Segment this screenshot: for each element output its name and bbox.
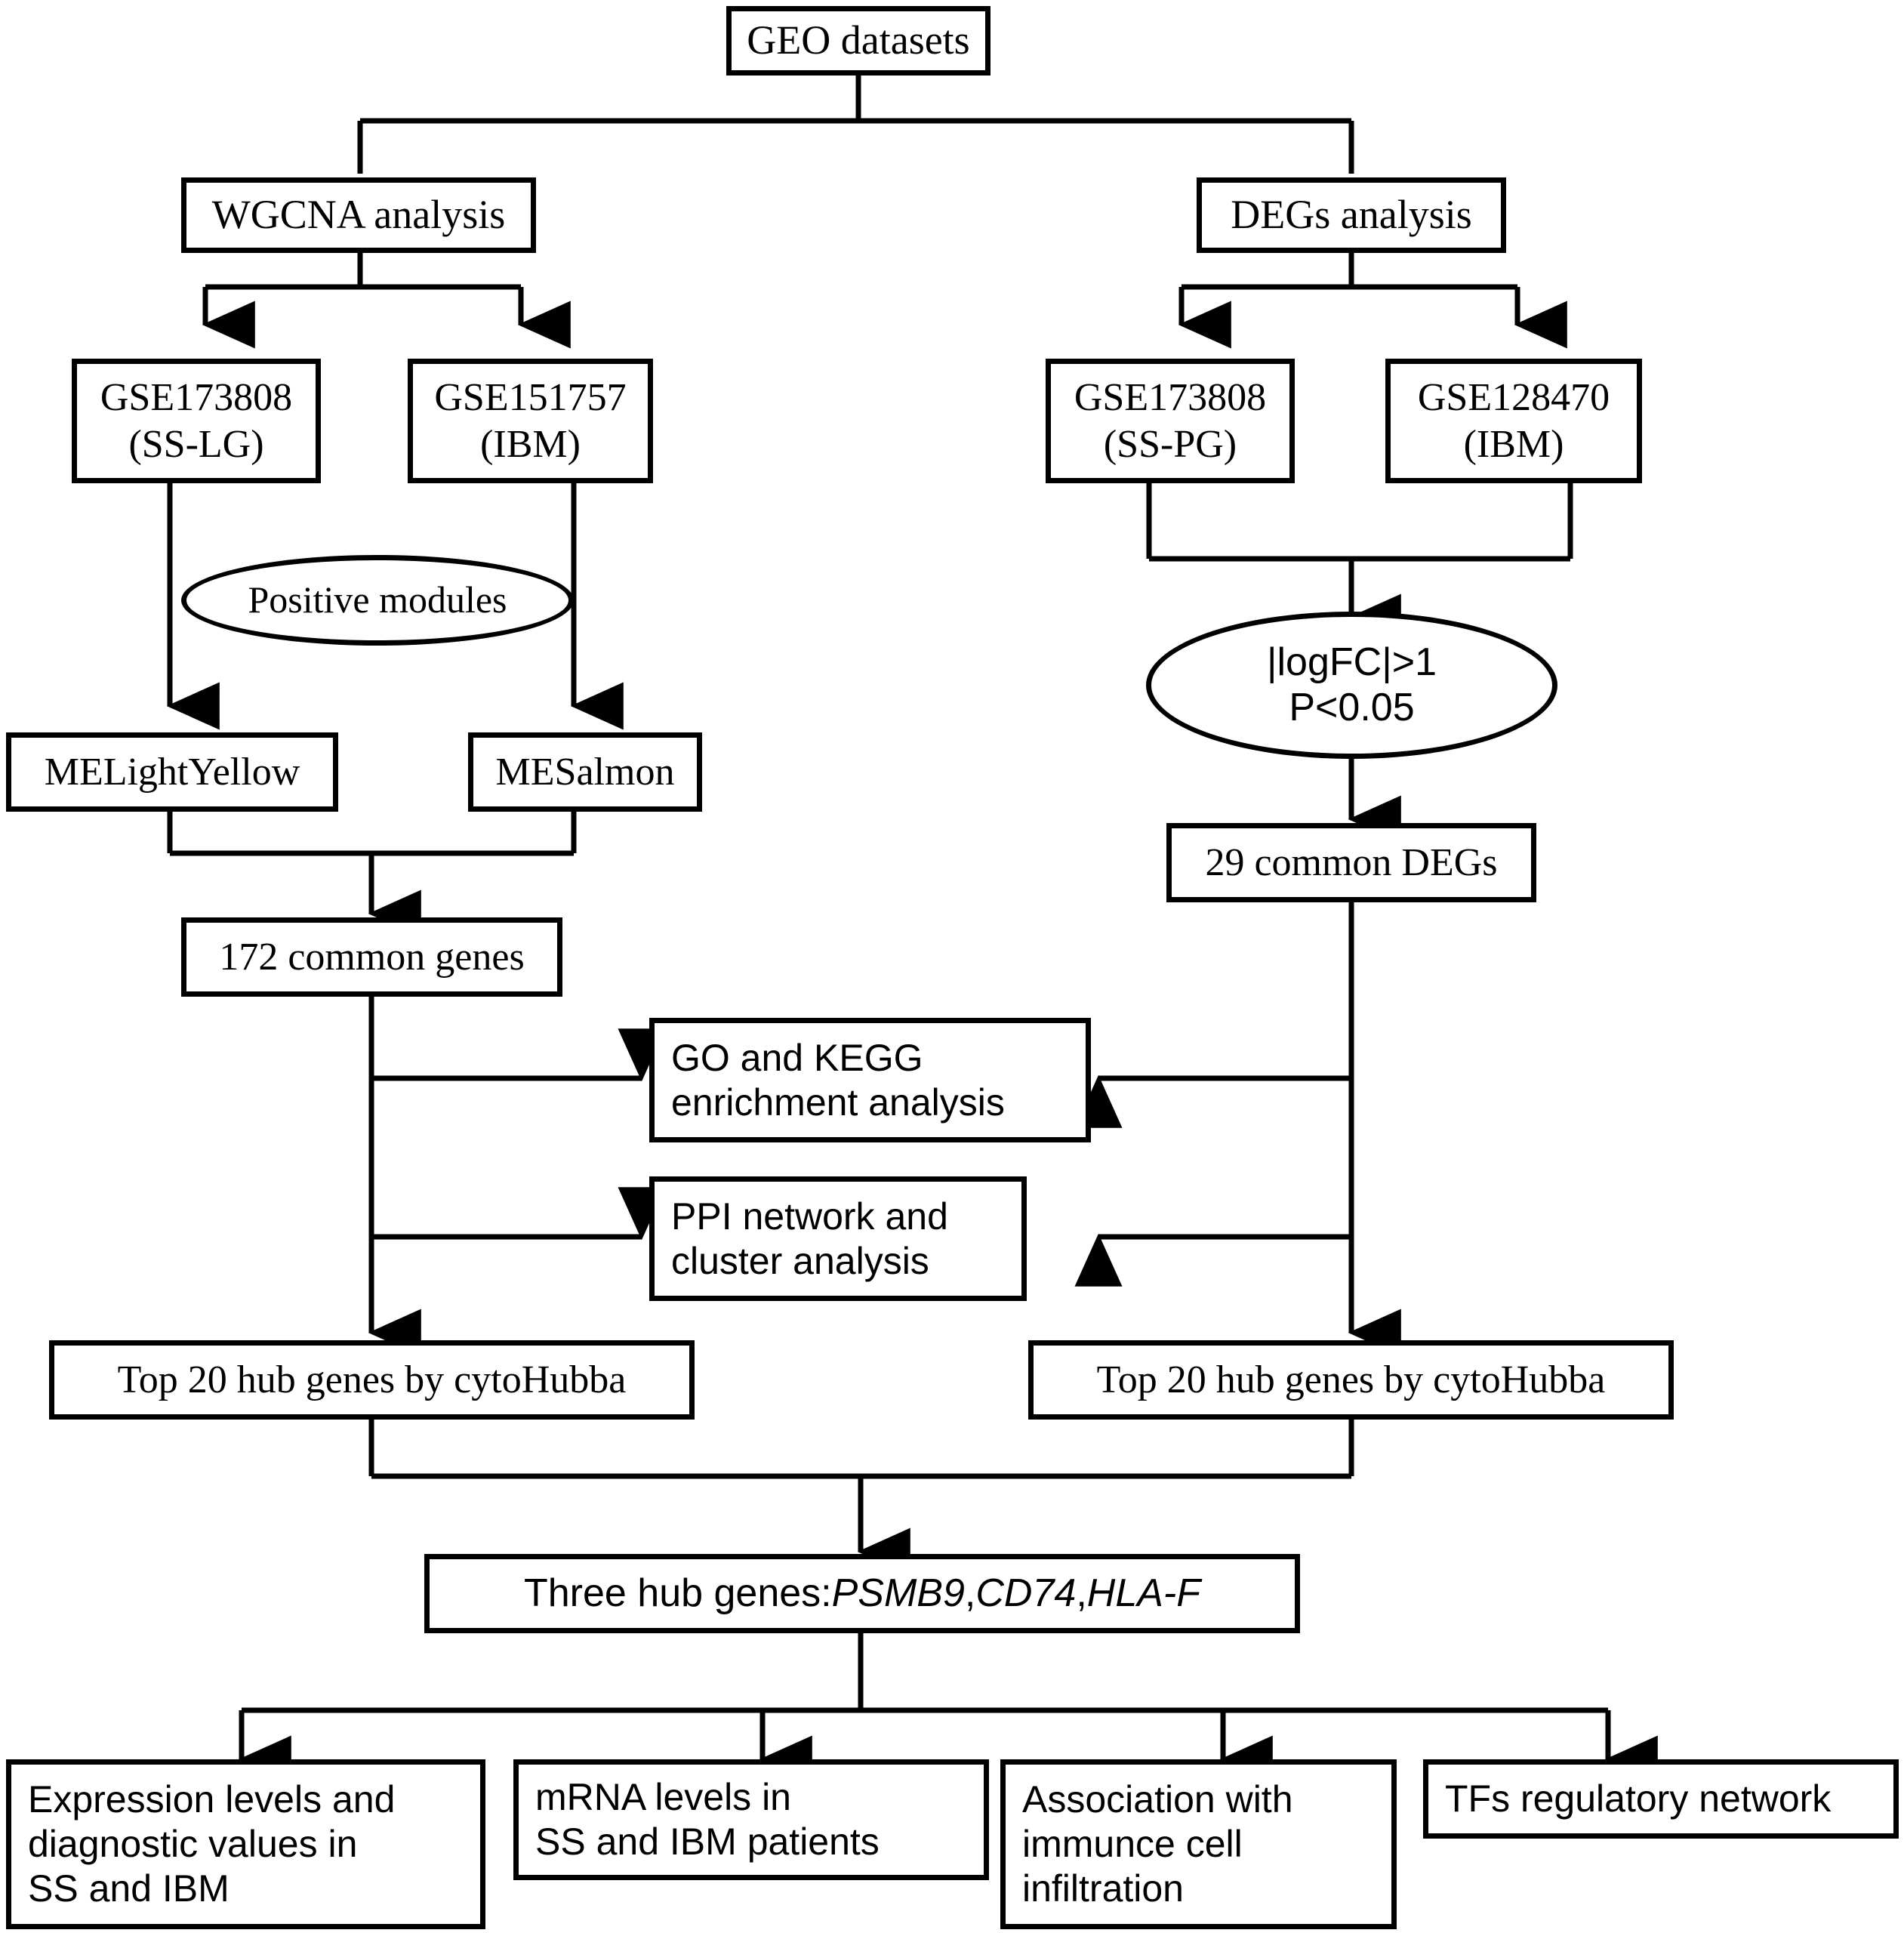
node-outcome-3-line2: immunce cell (1022, 1823, 1243, 1865)
node-wgcna-analysis[interactable]: WGCNA analysis (181, 177, 536, 253)
node-gse173808-sslg-accession: GSE173808 (100, 376, 293, 420)
node-outcome-3-line3: infiltration (1022, 1867, 1184, 1910)
node-gse128470[interactable]: GSE128470 (IBM) (1385, 359, 1642, 483)
node-gse173808-sslg-group: (SS-LG) (128, 422, 264, 466)
node-gse151757[interactable]: GSE151757 (IBM) (408, 359, 653, 483)
node-three-hub-sep-1: , (964, 1571, 976, 1615)
node-29-common-degs-label: 29 common DEGs (1205, 840, 1498, 884)
node-outcome-1-line2: diagnostic values in (28, 1823, 358, 1865)
node-melightyellow-label: MELightYellow (44, 750, 300, 794)
node-outcome-4-label: TFs regulatory network (1445, 1777, 1832, 1820)
node-outcome-expression-levels[interactable]: Expression levels and diagnostic values … (6, 1759, 485, 1929)
node-outcome-1-line1: Expression levels and (28, 1778, 396, 1820)
node-gse151757-accession: GSE151757 (434, 376, 627, 420)
node-degs-analysis-label: DEGs analysis (1231, 192, 1472, 238)
node-go-kegg-line2: enrichment analysis (671, 1081, 1005, 1124)
node-logfc-threshold[interactable]: |logFC|>1 P<0.05 (1146, 612, 1557, 759)
node-172-common-genes-label: 172 common genes (219, 935, 525, 979)
node-geo-datasets[interactable]: GEO datasets (726, 6, 991, 76)
node-hub-genes-right[interactable]: Top 20 hub genes by cytoHubba (1028, 1340, 1674, 1420)
node-gse173808-sspg-group: (SS-PG) (1103, 422, 1237, 466)
node-mesalmon[interactable]: MESalmon (468, 732, 702, 812)
node-melightyellow[interactable]: MELightYellow (6, 732, 338, 812)
node-gse128470-accession: GSE128470 (1417, 376, 1610, 420)
node-gse173808-sspg[interactable]: GSE173808 (SS-PG) (1046, 359, 1295, 483)
node-degs-analysis[interactable]: DEGs analysis (1197, 177, 1506, 253)
node-ppi-line1: PPI network and (671, 1195, 948, 1238)
node-gse151757-group: (IBM) (480, 422, 581, 466)
node-outcome-1-line3: SS and IBM (28, 1867, 230, 1910)
node-outcome-3-line1: Association with (1022, 1778, 1293, 1820)
node-three-hub-genes-prefix: Three hub genes: (523, 1571, 832, 1615)
node-gse173808-sspg-accession: GSE173808 (1074, 376, 1267, 420)
node-three-hub-gene-cd74: CD74 (975, 1571, 1077, 1615)
node-outcome-immune-infiltration[interactable]: Association with immunce cell infiltrati… (1000, 1759, 1397, 1929)
node-hub-genes-right-label: Top 20 hub genes by cytoHubba (1096, 1358, 1606, 1401)
node-mesalmon-label: MESalmon (495, 750, 675, 794)
node-ppi-line2: cluster analysis (671, 1239, 929, 1282)
node-hub-genes-left-label: Top 20 hub genes by cytoHubba (117, 1358, 627, 1401)
node-172-common-genes[interactable]: 172 common genes (181, 917, 562, 997)
node-positive-modules-label: Positive modules (248, 578, 507, 621)
node-positive-modules[interactable]: Positive modules (181, 555, 574, 646)
node-three-hub-sep-2: , (1076, 1571, 1087, 1615)
node-ppi-network[interactable]: PPI network and cluster analysis (649, 1176, 1027, 1301)
node-go-kegg-line1: GO and KEGG (671, 1036, 923, 1079)
node-logfc-line1: |logFC|>1 (1266, 640, 1437, 684)
node-outcome-mrna-levels[interactable]: mRNA levels in SS and IBM patients (513, 1759, 989, 1880)
node-gse173808-sslg[interactable]: GSE173808 (SS-LG) (72, 359, 321, 483)
node-three-hub-genes[interactable]: Three hub genes: PSMB9, CD74, HLA-F (424, 1554, 1300, 1633)
node-three-hub-gene-hlaf: HLA-F (1086, 1571, 1201, 1615)
node-wgcna-analysis-label: WGCNA analysis (211, 192, 506, 238)
node-gse128470-group: (IBM) (1463, 422, 1564, 466)
node-three-hub-gene-psmb9: PSMB9 (831, 1571, 965, 1615)
node-outcome-tfs-network[interactable]: TFs regulatory network (1423, 1759, 1899, 1839)
node-outcome-2-line1: mRNA levels in (535, 1776, 791, 1818)
node-go-kegg-enrichment[interactable]: GO and KEGG enrichment analysis (649, 1018, 1091, 1142)
node-logfc-line2: P<0.05 (1289, 685, 1415, 729)
node-outcome-2-line2: SS and IBM patients (535, 1820, 880, 1863)
node-geo-datasets-label: GEO datasets (747, 17, 970, 63)
node-hub-genes-left[interactable]: Top 20 hub genes by cytoHubba (49, 1340, 695, 1420)
node-29-common-degs[interactable]: 29 common DEGs (1166, 823, 1536, 902)
